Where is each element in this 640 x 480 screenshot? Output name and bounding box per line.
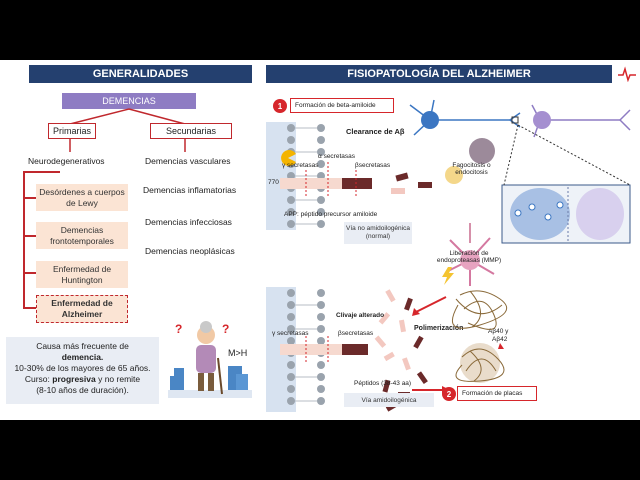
liberacion-label: Liberación de endoproteasas (MMP) [436, 250, 502, 264]
beta-secretasas-label: βsecretasas [338, 330, 374, 337]
neurodegenerativos-label: Neurodegenerativos [28, 156, 105, 166]
heartbeat-icon [618, 66, 636, 82]
secondary-item: Demencias infecciosas [145, 217, 232, 227]
secondary-item: Demencias vasculares [145, 156, 231, 166]
alpha-secretasas-label: α secretasas [318, 153, 355, 160]
alzheimer-item: Enfermedad de Alzheimer [36, 295, 128, 323]
question-mark: ? [222, 322, 230, 336]
primary-item: Demencias frontotemporales [36, 222, 128, 249]
via-no-amiloidogenica: Vía no amidoilogénica (normal) [344, 222, 412, 244]
membrane-illustration [266, 122, 450, 412]
neuron-synapse-illustration [409, 99, 631, 244]
step2-label: Formación de placas [457, 386, 537, 401]
gamma-secretasas-label: γ secretasas [272, 330, 309, 337]
primarias-box: Primarias [48, 123, 96, 139]
secondary-item: Demencias neoplásicas [145, 246, 235, 256]
generalidades-header: GENERALIDADES [29, 65, 252, 83]
abeta42-label: Aβ42 [492, 336, 508, 343]
beta-secretasas-label: βsecretasas [355, 162, 391, 169]
lightning-icon [442, 267, 454, 285]
secundarias-box: Secundarias [150, 123, 232, 139]
question-mark: ? [175, 322, 183, 336]
amyloid-plaque-illustration [452, 290, 508, 383]
gamma-secretasas-label: γ secretasas [282, 162, 319, 169]
polimerizacion-label: Polimerización [414, 325, 464, 332]
sex-ratio-label: M>H [228, 348, 248, 358]
clivaje-label: Clivaje alterado [336, 312, 385, 319]
secondary-item: Demencias inflamatorias [143, 185, 237, 195]
app-770-label: 770 [268, 179, 279, 186]
step-number: 1 [273, 99, 287, 113]
demencias-box: DEMENCIAS [62, 93, 196, 109]
fisiopatologia-header: FISIOPATOLOGÍA DEL ALZHEIMER [266, 65, 612, 83]
primary-item: Enfermedad de Huntington [36, 261, 128, 288]
primary-item: Desórdenes a cuerpos de Lewy [36, 184, 128, 211]
abeta40-label: Aβ40 y [488, 328, 509, 335]
step1-label: Formación de beta-amiloide [290, 98, 394, 113]
slide: GENERALIDADES DEMENCIAS Primarias Secund… [0, 60, 640, 420]
clearance-label: Clearance de Aβ [346, 127, 405, 136]
peptidos-label: Péptidos (38-43 aa) [354, 380, 412, 387]
app-label: APP: péptido precursor amiloide [284, 211, 378, 218]
fagocitosis-label: Fagocitosis o endocitosis [452, 162, 491, 176]
elderly-woman-illustration [168, 321, 252, 398]
step-number: 2 [442, 387, 456, 401]
via-amiloidogenica: Vía amidoilogénica [344, 393, 434, 407]
